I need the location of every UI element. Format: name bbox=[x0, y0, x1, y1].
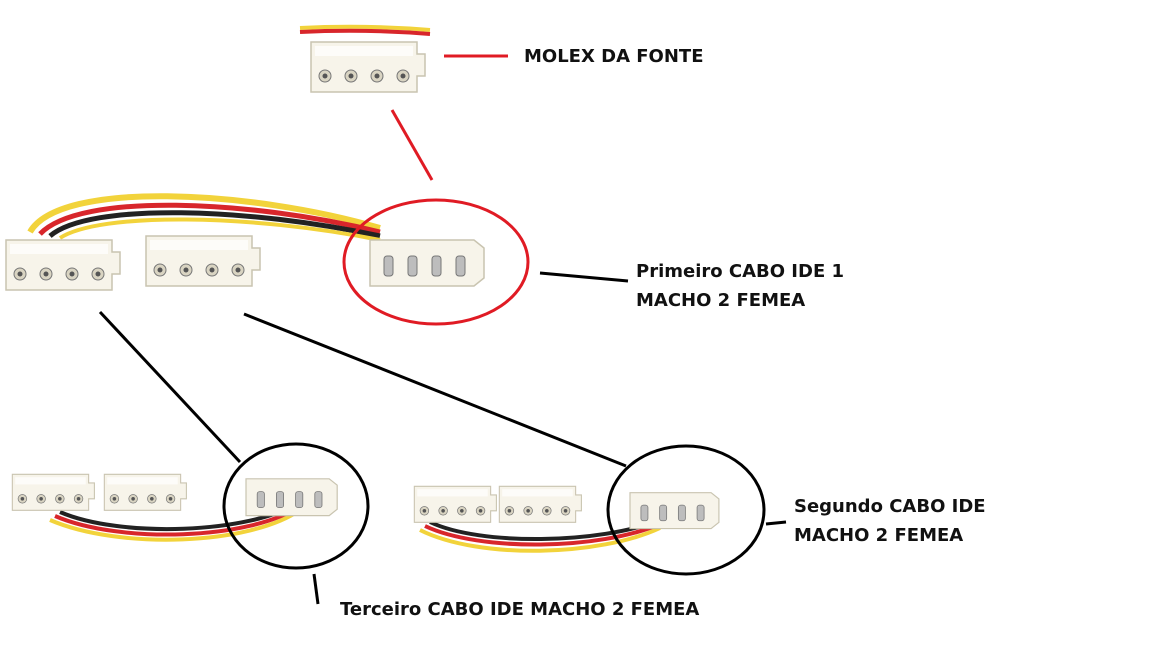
label-primeiro: Primeiro CABO IDE 1 MACHO 2 FEMEA bbox=[636, 257, 844, 315]
third-splitter-cable bbox=[11, 473, 338, 542]
terceiro-highlight-circle bbox=[222, 442, 370, 570]
label-segundo-line1: Segundo CABO IDE bbox=[794, 496, 986, 517]
label-primeiro-line1: Primeiro CABO IDE 1 bbox=[636, 261, 845, 282]
label-molex-fonte: MOLEX DA FONTE bbox=[524, 46, 704, 67]
primeiro-pointer bbox=[539, 271, 629, 283]
label-primeiro-line2: MACHO 2 FEMEA bbox=[636, 290, 806, 311]
label-segundo: Segundo CABO IDE MACHO 2 FEMEA bbox=[794, 492, 986, 550]
terceiro-pointer bbox=[312, 573, 320, 605]
segundo-highlight-circle bbox=[606, 444, 766, 576]
molex-fonte-connector bbox=[299, 24, 431, 93]
link-line-terceiro bbox=[98, 310, 242, 464]
red-link-line bbox=[390, 109, 434, 181]
second-splitter-cable bbox=[413, 485, 720, 553]
link-line-segundo bbox=[243, 312, 627, 468]
segundo-pointer bbox=[765, 520, 787, 526]
first-splitter-cable bbox=[5, 193, 485, 291]
red-highlight-circle bbox=[342, 198, 530, 326]
label-segundo-line2: MACHO 2 FEMEA bbox=[794, 525, 964, 546]
label-terceiro: Terceiro CABO IDE MACHO 2 FEMEA bbox=[340, 599, 700, 620]
